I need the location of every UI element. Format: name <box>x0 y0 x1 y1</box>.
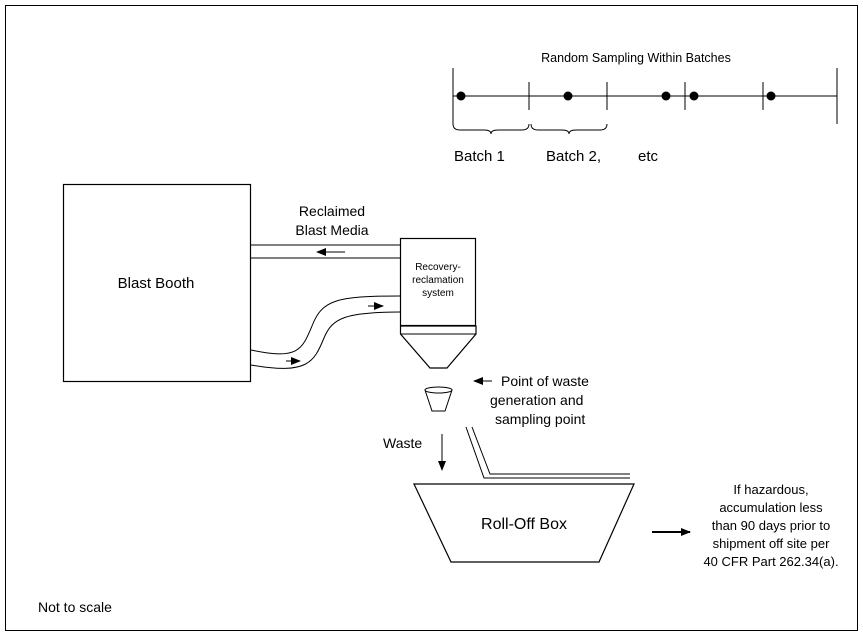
hazard-note-line2: accumulation less <box>719 500 823 515</box>
batch2-brace <box>530 123 608 135</box>
scale-note: Not to scale <box>38 599 112 615</box>
sample-point <box>766 91 776 101</box>
chute-line-2 <box>471 426 630 475</box>
waste-point-label-line1: Point of waste <box>501 373 589 389</box>
blast-booth-label: Blast Booth <box>118 275 195 292</box>
reclaimed-label-line2: Blast Media <box>295 222 368 238</box>
sample-point <box>456 91 466 101</box>
roll-off-box <box>413 483 635 563</box>
sampling-timeline: Random Sampling Within Batches Batch 1 B… <box>452 51 838 165</box>
waste-point-label-line3: sampling point <box>495 411 585 427</box>
chute-line-1 <box>465 426 630 479</box>
reclaimed-label-line1: Reclaimed <box>299 203 365 219</box>
waste-point-label-line2: generation and <box>490 392 583 408</box>
roll-off-label: Roll-Off Box <box>481 516 567 533</box>
batch1-label: Batch 1 <box>454 148 505 165</box>
feed-pipe-top <box>250 295 401 355</box>
waste-label: Waste <box>383 435 422 451</box>
hazard-note-line5: 40 CFR Part 262.34(a). <box>703 554 838 569</box>
sample-point <box>689 91 699 101</box>
sample-point <box>661 91 671 101</box>
hazard-note-line4: shipment off site per <box>713 536 830 551</box>
hazard-note-line3: than 90 days prior to <box>712 518 831 533</box>
recovery-label-line2: reclamation <box>412 275 464 286</box>
diagram-frame <box>5 5 858 631</box>
etc-label: etc <box>638 148 659 165</box>
sampling-title: Random Sampling Within Batches <box>541 51 731 65</box>
batch1-brace <box>452 123 530 135</box>
sample-point <box>563 91 573 101</box>
recovery-label-line3: system <box>422 288 454 299</box>
sampling-cup-rim <box>424 386 453 394</box>
hazard-note-line1: If hazardous, <box>733 482 808 497</box>
batch2-label: Batch 2, <box>546 148 601 165</box>
recovery-label-line1: Recovery- <box>415 262 461 273</box>
feed-pipe-bottom <box>250 311 401 369</box>
hopper <box>399 325 477 369</box>
blast-booth-box <box>62 183 252 383</box>
